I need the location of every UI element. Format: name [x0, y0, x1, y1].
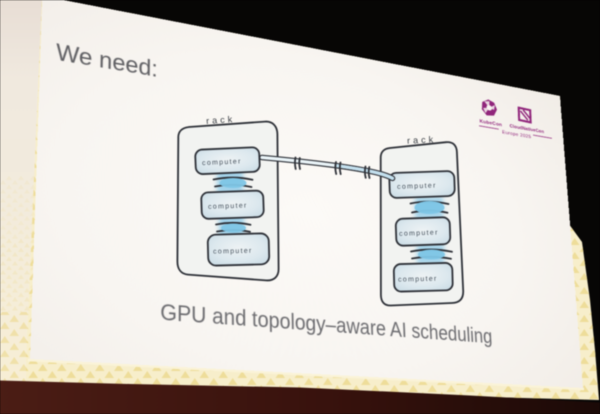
svg-text:computer: computer — [202, 158, 242, 167]
svg-text:computer: computer — [399, 229, 439, 237]
svg-text:rack: rack — [407, 134, 436, 146]
svg-text:computer: computer — [213, 248, 253, 256]
svg-text:computer: computer — [398, 276, 438, 284]
svg-text:Europe 2025: Europe 2025 — [502, 130, 532, 140]
svg-text:computer: computer — [397, 182, 437, 190]
svg-text:rack: rack — [206, 114, 236, 126]
svg-text:CloudNativeCon: CloudNativeCon — [510, 124, 545, 134]
svg-text:KubeCon: KubeCon — [479, 119, 502, 128]
svg-text:computer: computer — [208, 202, 248, 210]
